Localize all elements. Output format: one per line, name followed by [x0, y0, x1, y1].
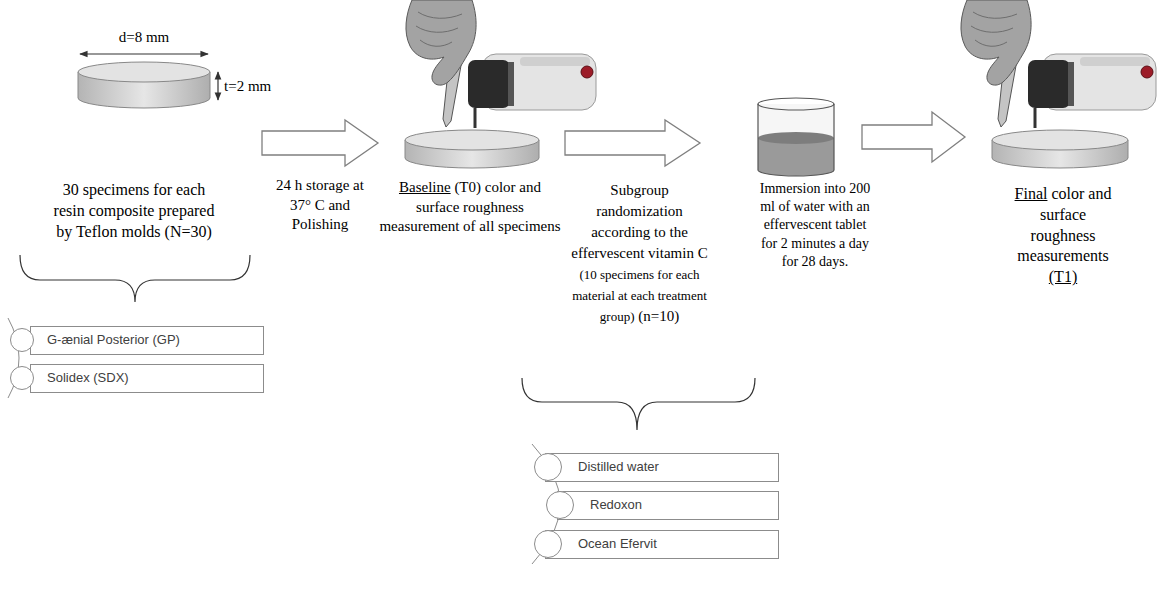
list-box: Solidex (SDX): [30, 364, 264, 393]
step-caption: Final color and surface roughness measur…: [1008, 184, 1118, 288]
caption-text: (T1): [1049, 268, 1077, 285]
curly-brace: [522, 378, 755, 430]
spectrophotometer-hand: [406, 0, 476, 127]
spectrophotometer-hand: [961, 0, 1031, 127]
dimension-label: t=2 mm: [224, 77, 284, 97]
box-text: Solidex (SDX): [47, 370, 255, 387]
beaker: [758, 98, 834, 176]
process-arrow: [565, 120, 700, 166]
box-text: Redoxon: [590, 497, 770, 514]
caption-text: Final: [1015, 185, 1048, 202]
step-caption: Baseline (T0) color and surface roughnes…: [376, 178, 564, 237]
bullet-circle: [546, 491, 574, 519]
list-box: Redoxon: [557, 491, 779, 520]
step-caption: Subgroup randomization according to the …: [567, 180, 712, 327]
specimen-disk: [78, 62, 210, 108]
specimen-disk: [992, 130, 1128, 168]
step-caption: 30 specimens for each resin composite pr…: [49, 180, 219, 242]
bullet-circle: [534, 530, 562, 558]
box-text: G-ænial Posterior (GP): [47, 332, 255, 349]
bullet-circle: [534, 453, 562, 481]
curly-brace: [20, 255, 250, 302]
list-box: Ocean Efervit: [545, 530, 779, 559]
dimension-line: [217, 72, 218, 100]
list-box: Distilled water: [545, 453, 779, 482]
dimension-label: d=8 mm: [94, 28, 194, 48]
box-text: Distilled water: [578, 459, 770, 476]
bullet-circle: [10, 366, 34, 390]
specimen-disk: [405, 130, 539, 168]
list-box: G-ænial Posterior (GP): [30, 326, 264, 355]
arrow-caption: 24 h storage at 37° C and Polishing: [265, 176, 375, 235]
box-text: Ocean Efervit: [578, 536, 770, 553]
dimension-line: [80, 53, 208, 54]
process-arrow: [862, 112, 965, 162]
profilometer: [468, 54, 596, 128]
caption-text: (n=10): [638, 308, 679, 324]
caption-text: Subgroup randomization according to the …: [571, 182, 707, 261]
step-caption: Immersion into 200 ml of water with an e…: [755, 180, 875, 271]
process-arrow: [262, 120, 378, 166]
caption-text: Baseline: [399, 179, 451, 195]
profilometer: [1028, 54, 1156, 128]
bullet-circle: [10, 328, 34, 352]
